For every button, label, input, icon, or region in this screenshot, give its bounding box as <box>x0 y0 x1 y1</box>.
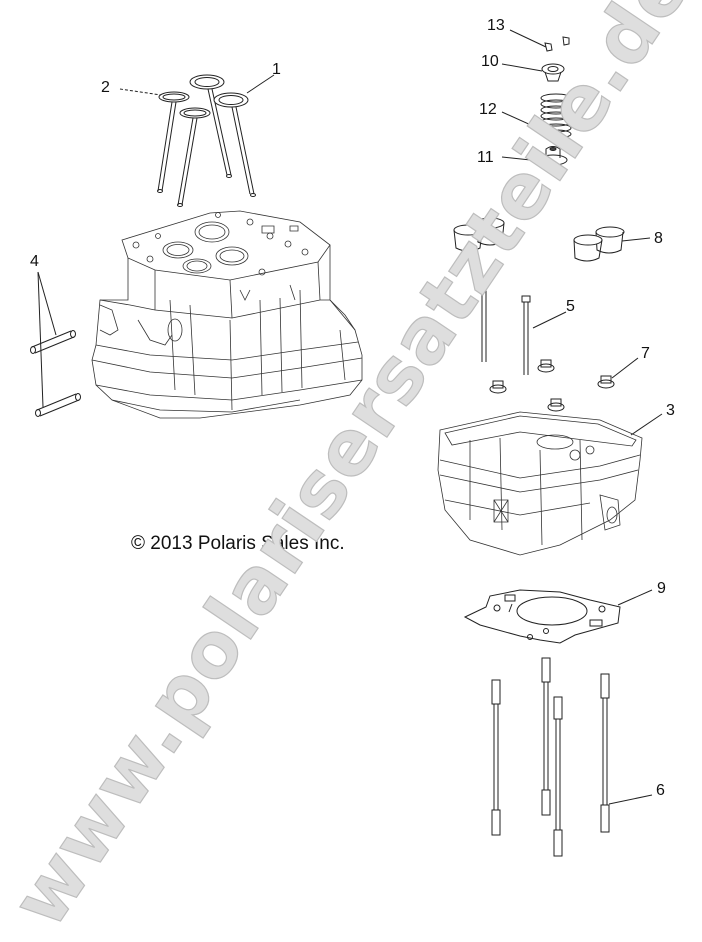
bolt-icon <box>480 281 488 362</box>
leader-line-12 <box>502 112 542 130</box>
flange-nut-icon <box>490 381 506 393</box>
cylinder-head-icon <box>92 211 362 418</box>
valve-keeper-icon <box>563 37 569 45</box>
callout-1: 1 <box>272 61 281 78</box>
valve-icon <box>178 108 211 207</box>
valve-lifter-icon <box>596 227 624 253</box>
dowel-pin-icon <box>36 394 81 417</box>
callout-7: 7 <box>641 345 650 362</box>
callout-2: 2 <box>101 79 110 96</box>
callout-3: 3 <box>666 402 675 419</box>
flange-nut-icon <box>548 399 564 411</box>
leader-line-7 <box>612 358 638 378</box>
leader-line-5 <box>533 312 566 328</box>
callout-12: 12 <box>479 101 497 118</box>
stud-icon <box>554 697 562 856</box>
valve-icon <box>158 92 190 193</box>
leader-line-1 <box>247 75 274 93</box>
valve-icon <box>214 93 256 197</box>
lifters-group <box>454 218 650 261</box>
valves-group <box>120 75 274 207</box>
parts-diagram <box>0 0 702 887</box>
dowel-pin-icon <box>31 331 76 354</box>
stud-icon <box>492 680 500 835</box>
head-gasket-icon <box>465 590 620 643</box>
valve-icon <box>190 75 232 178</box>
leader-line-3 <box>631 414 662 435</box>
valve-lifter-icon <box>574 235 602 261</box>
callout-9: 9 <box>657 580 666 597</box>
valve-stem-seal-icon <box>539 147 567 166</box>
valve-lifter-icon <box>476 218 504 245</box>
stud-icon <box>601 674 609 832</box>
studs-group <box>492 658 652 856</box>
leader-line-13 <box>510 30 546 47</box>
leader-line-11 <box>502 157 540 161</box>
flange-nut-icon <box>538 360 554 372</box>
bolts-group <box>480 281 638 411</box>
valve-lifter-icon <box>454 225 482 251</box>
leader-line-8 <box>622 238 650 241</box>
leader-line-4b <box>38 272 43 407</box>
callout-5: 5 <box>566 298 575 315</box>
callout-6: 6 <box>656 782 665 799</box>
callout-13: 13 <box>487 17 505 34</box>
callout-4: 4 <box>30 253 39 270</box>
leader-line-10 <box>502 64 542 71</box>
flange-nut-icon <box>598 376 614 388</box>
bolt-icon <box>522 296 530 375</box>
copyright-notice: © 2013 Polaris Sales Inc. <box>131 533 345 554</box>
leader-line-4a <box>38 272 56 335</box>
valve-keeper-icon <box>545 43 552 51</box>
leader-line-6 <box>609 795 652 804</box>
callout-8: 8 <box>654 230 663 247</box>
valve-train-group <box>502 30 571 165</box>
cam-carrier-icon <box>438 412 642 555</box>
stud-icon <box>542 658 550 815</box>
dowel-pins-group <box>31 272 81 417</box>
valve-spring-icon <box>541 94 571 138</box>
spring-retainer-icon <box>542 64 564 81</box>
leader-line-2 <box>120 89 161 95</box>
leader-line-9 <box>618 590 652 605</box>
callout-10: 10 <box>481 53 499 70</box>
callout-11: 11 <box>477 149 494 166</box>
